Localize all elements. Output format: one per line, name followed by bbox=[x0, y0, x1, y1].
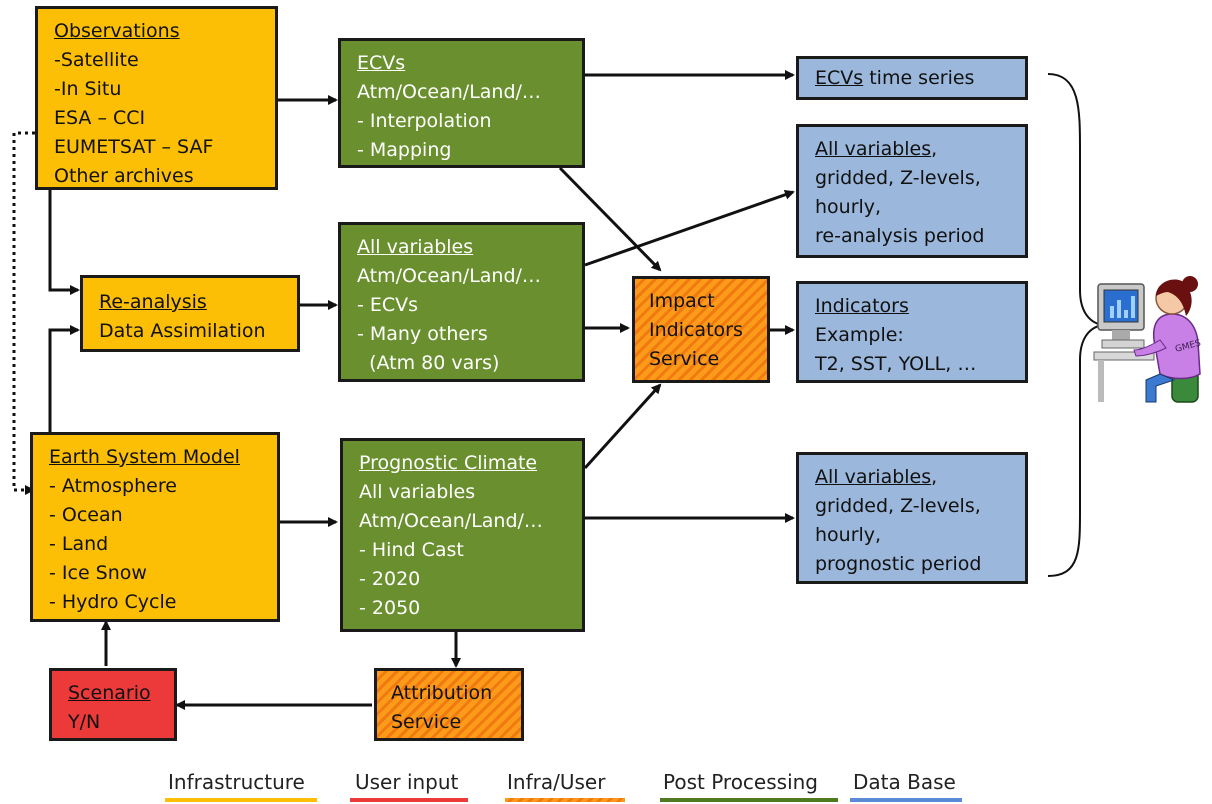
db-prognostic-line: hourly, bbox=[815, 524, 882, 546]
legend-swatch-infrastructure bbox=[165, 798, 317, 802]
indicators-line: T2, SST, YOLL, … bbox=[815, 353, 977, 375]
legend-label-infrastructure: Infrastructure bbox=[168, 770, 305, 794]
legend-swatch-data-base bbox=[850, 798, 962, 802]
arrow-allvars-to-db-reanalysis bbox=[584, 189, 795, 267]
scenario-box: Scenario Y/N bbox=[49, 668, 177, 741]
observations-line: Other archives bbox=[54, 165, 194, 187]
legend-label-user-input: User input bbox=[355, 770, 459, 794]
prognostic-line: Atm/Ocean/Land/… bbox=[359, 510, 543, 532]
db-prognostic-title: All variables bbox=[815, 466, 932, 488]
allvars-line: - ECVs bbox=[357, 294, 419, 316]
db-reanalysis-box: All variables, gridded, Z-levels, hourly… bbox=[796, 124, 1028, 258]
prognostic-box: Prognostic Climate All variables Atm/Oce… bbox=[340, 438, 585, 632]
db-reanalysis-line: hourly, bbox=[815, 196, 882, 218]
observations-line: EUMETSAT – SAF bbox=[54, 136, 214, 158]
arrow-esm-to-reanalysis bbox=[48, 325, 80, 432]
db-prognostic-line: gridded, Z-levels, bbox=[815, 495, 981, 517]
legend-label-post-processing: Post Processing bbox=[663, 770, 818, 794]
ecvs-timeseries-box: ECVs time series bbox=[796, 56, 1028, 100]
db-reanalysis-title: All variables bbox=[815, 138, 932, 160]
impact-service-box: Impact Indicators Service bbox=[632, 276, 770, 383]
ecvs-box: ECVs Atm/Ocean/Land/… - Interpolation - … bbox=[338, 38, 585, 168]
attribution-service-box: Attribution Service bbox=[374, 668, 524, 741]
observations-line: -In Situ bbox=[54, 78, 122, 100]
prognostic-line: - 2020 bbox=[359, 568, 421, 590]
db-reanalysis-line: gridded, Z-levels, bbox=[815, 167, 981, 189]
prognostic-line: All variables bbox=[359, 481, 476, 503]
scenario-line: Y/N bbox=[68, 711, 101, 733]
observations-line: ESA – CCI bbox=[54, 107, 146, 129]
attribution-line: Service bbox=[391, 711, 462, 733]
prognostic-line: - Hind Cast bbox=[359, 539, 464, 561]
legend-swatch-post-processing bbox=[660, 798, 838, 802]
prognostic-line: - 2050 bbox=[359, 597, 421, 619]
ecvs-ts-suffix: time series bbox=[863, 67, 975, 89]
allvars-line: (Atm 80 vars) bbox=[357, 352, 500, 374]
ecvs-line: Atm/Ocean/Land/… bbox=[357, 81, 541, 103]
db-prognostic-suffix: , bbox=[931, 466, 938, 488]
observations-line: -Satellite bbox=[54, 49, 139, 71]
impact-line: Indicators bbox=[649, 319, 743, 341]
arrow-prognostic-to-impact bbox=[583, 383, 662, 470]
observations-box: Observations -Satellite -In Situ ESA – C… bbox=[35, 6, 278, 190]
dotted-feedback-line bbox=[12, 131, 35, 495]
esm-line: - Land bbox=[49, 533, 109, 555]
reanalysis-line: Data Assimilation bbox=[99, 320, 266, 342]
db-reanalysis-line: re-analysis period bbox=[815, 225, 985, 247]
legend-swatch-user-input bbox=[350, 798, 468, 802]
prognostic-title: Prognostic Climate bbox=[359, 452, 538, 474]
allvars-line: - Many others bbox=[357, 323, 488, 345]
impact-line: Impact bbox=[649, 290, 715, 312]
esm-box: Earth System Model - Atmosphere - Ocean … bbox=[30, 432, 280, 622]
reanalysis-title: Re-analysis bbox=[99, 291, 207, 313]
legend-swatch-infra-user bbox=[505, 798, 625, 802]
ecvs-line: - Interpolation bbox=[357, 110, 492, 132]
user-at-computer-icon: GMES bbox=[1093, 276, 1202, 403]
impact-line: Service bbox=[649, 348, 720, 370]
arrow-ecvs-to-impact bbox=[558, 166, 662, 272]
indicators-title: Indicators bbox=[815, 295, 909, 317]
allvars-box: All variables Atm/Ocean/Land/… - ECVs - … bbox=[338, 222, 585, 382]
reanalysis-box: Re-analysis Data Assimilation bbox=[80, 275, 300, 352]
legend-label-data-base: Data Base bbox=[853, 770, 956, 794]
db-prognostic-line: prognostic period bbox=[815, 553, 982, 575]
ecvs-line: - Mapping bbox=[357, 139, 452, 161]
esm-line: - Ocean bbox=[49, 504, 123, 526]
esm-line: - Hydro Cycle bbox=[49, 591, 177, 613]
legend-label-infra-user: Infra/User bbox=[507, 770, 606, 794]
observations-title: Observations bbox=[54, 20, 180, 42]
scenario-title: Scenario bbox=[68, 682, 151, 704]
db-prognostic-box: All variables, gridded, Z-levels, hourly… bbox=[796, 452, 1028, 584]
esm-title: Earth System Model bbox=[49, 446, 240, 468]
esm-line: - Atmosphere bbox=[49, 475, 177, 497]
ecvs-ts-title: ECVs bbox=[815, 67, 864, 89]
allvars-title: All variables bbox=[357, 236, 474, 258]
arrow-observations-to-reanalysis bbox=[48, 190, 80, 295]
esm-line: - Ice Snow bbox=[49, 562, 147, 584]
indicators-line: Example: bbox=[815, 324, 904, 346]
allvars-line: Atm/Ocean/Land/… bbox=[357, 265, 541, 287]
attribution-line: Attribution bbox=[391, 682, 493, 704]
db-reanalysis-suffix: , bbox=[931, 138, 938, 160]
indicators-box: Indicators Example: T2, SST, YOLL, … bbox=[796, 281, 1028, 383]
ecvs-title: ECVs bbox=[357, 52, 406, 74]
